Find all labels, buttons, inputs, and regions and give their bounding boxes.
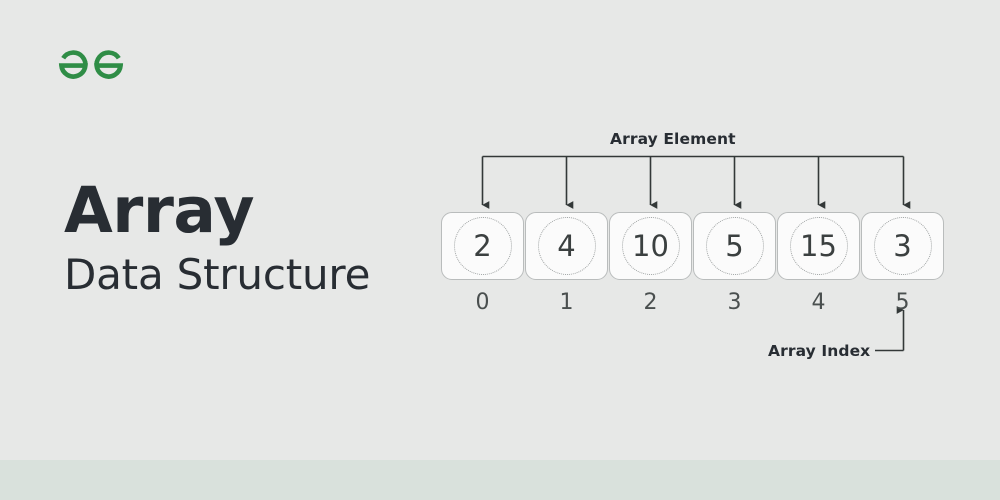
cell-value: 5 bbox=[725, 228, 744, 263]
array-index-label: 5 bbox=[895, 290, 910, 315]
array-cell[interactable]: 2 bbox=[441, 212, 524, 280]
array-index-label: 2 bbox=[643, 290, 658, 315]
array-cell-row: 2 4 10 5 15 bbox=[441, 212, 944, 280]
page-title: Array bbox=[64, 174, 255, 247]
array-cell[interactable]: 4 bbox=[525, 212, 608, 280]
array-cell[interactable]: 10 bbox=[609, 212, 692, 280]
title-block: Array Data Structure bbox=[64, 174, 424, 299]
cell-value: 15 bbox=[800, 228, 837, 263]
value-circle: 10 bbox=[621, 217, 680, 275]
array-index-label: 4 bbox=[811, 290, 826, 315]
array-index-annotation: Array Index bbox=[768, 342, 871, 360]
cell-value: 4 bbox=[557, 228, 576, 263]
geeksforgeeks-logo[interactable] bbox=[58, 44, 124, 84]
array-cell[interactable]: 5 bbox=[693, 212, 776, 280]
value-circle: 4 bbox=[537, 217, 596, 275]
value-circle: 5 bbox=[705, 217, 764, 275]
value-circle: 15 bbox=[789, 217, 848, 275]
cell-value: 2 bbox=[473, 228, 492, 263]
footer-band bbox=[0, 460, 1000, 500]
page-subtitle: Data Structure bbox=[64, 249, 371, 299]
cell-value: 3 bbox=[893, 228, 912, 263]
cell-value: 10 bbox=[632, 228, 669, 263]
array-cell[interactable]: 15 bbox=[777, 212, 860, 280]
array-index-label: 1 bbox=[559, 290, 574, 315]
array-index-label: 3 bbox=[727, 290, 742, 315]
array-index-label: 0 bbox=[475, 290, 490, 315]
value-circle: 3 bbox=[873, 217, 932, 275]
value-circle: 2 bbox=[453, 217, 512, 275]
array-diagram: Array Element 2 4 10 5 bbox=[420, 110, 980, 390]
array-index-row: 0 1 2 3 4 5 bbox=[441, 290, 944, 315]
array-element-annotation: Array Element bbox=[610, 130, 736, 148]
array-cell[interactable]: 3 bbox=[861, 212, 944, 280]
